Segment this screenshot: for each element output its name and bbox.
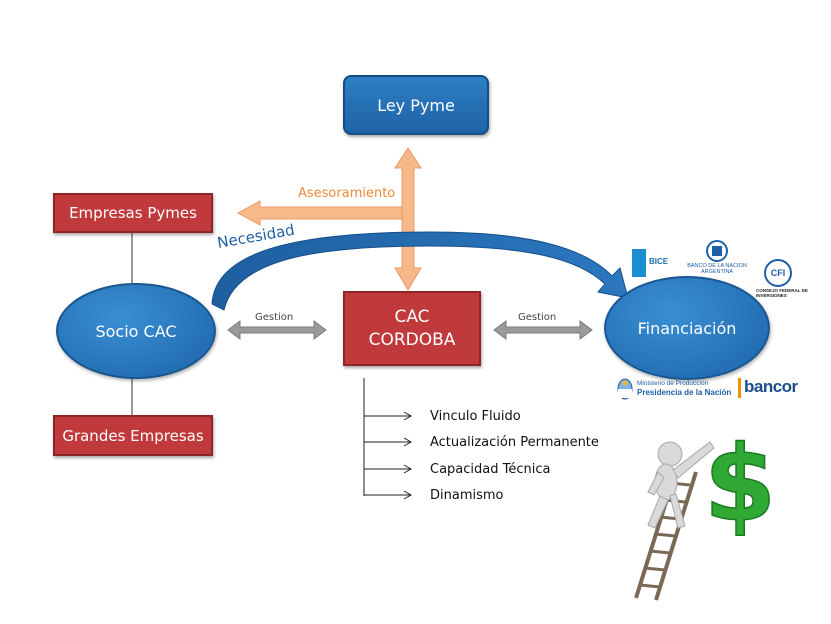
banco-nacion-text: BANCO DE LA NACION ARGENTINA [687,263,747,276]
financiacion-node: Financiación [604,276,770,380]
gestion-arrow-right [493,320,593,340]
empresas-pymes-label: Empresas Pymes [69,204,197,222]
necesidad-arrow [211,231,629,311]
cfi-logo: CFI CONSEJO FEDERAL DE INVERSIONES [756,259,816,301]
gestion-right-label: Gestion [518,312,557,323]
bancor-logo: bancor [738,376,818,400]
escudo-icon [617,378,633,400]
ministerio-line2: Presidencia de la Nación [637,388,732,397]
gestion-left-label: Gestion [255,312,294,323]
bice-logo-text: BICE [649,257,669,266]
ministerio-line1: Ministerio de Producción [637,380,709,387]
cfi-text: CFI [770,268,786,278]
cac-cordoba-line2: CORDOBA [368,329,456,350]
ley-pyme-label: Ley Pyme [377,95,455,115]
list-item: Capacidad Técnica [430,462,551,477]
ley-pyme-node: Ley Pyme [343,75,489,135]
empresas-pymes-node: Empresas Pymes [53,193,213,233]
grandes-empresas-label: Grandes Empresas [62,426,204,445]
bancor-text: bancor [744,377,798,396]
cac-cordoba-node: CAC CORDOBA [343,291,481,366]
socio-cac-label: Socio CAC [95,321,177,341]
grandes-empresas-node: Grandes Empresas [53,415,213,456]
ladder-dollar-illustration: $ [634,422,777,601]
socio-cac-node: Socio CAC [56,283,216,379]
list-item: Dinamismo [430,488,504,503]
banco-nacion-emblem-icon [706,240,728,262]
ministerio-logo: Ministerio de Producción Presidencia de … [617,377,731,401]
list-connector [363,378,413,500]
bice-logo: BICE [632,249,676,277]
climbing-figure-icon [647,441,715,529]
asesoramiento-arrow [236,147,422,291]
cfi-caption: CONSEJO FEDERAL DE INVERSIONES [756,288,808,298]
banco-nacion-logo: BANCO DE LA NACION ARGENTINA [686,240,748,276]
list-item: Actualización Permanente [430,435,599,450]
asesoramiento-label: Asesoramiento [298,186,396,201]
cac-cordoba-line1: CAC [394,307,430,328]
dollar-sign-icon: $ [704,423,776,545]
gestion-arrow-left [227,320,327,340]
financiacion-label: Financiación [637,318,737,338]
list-item: Vinculo Fluido [430,409,521,424]
